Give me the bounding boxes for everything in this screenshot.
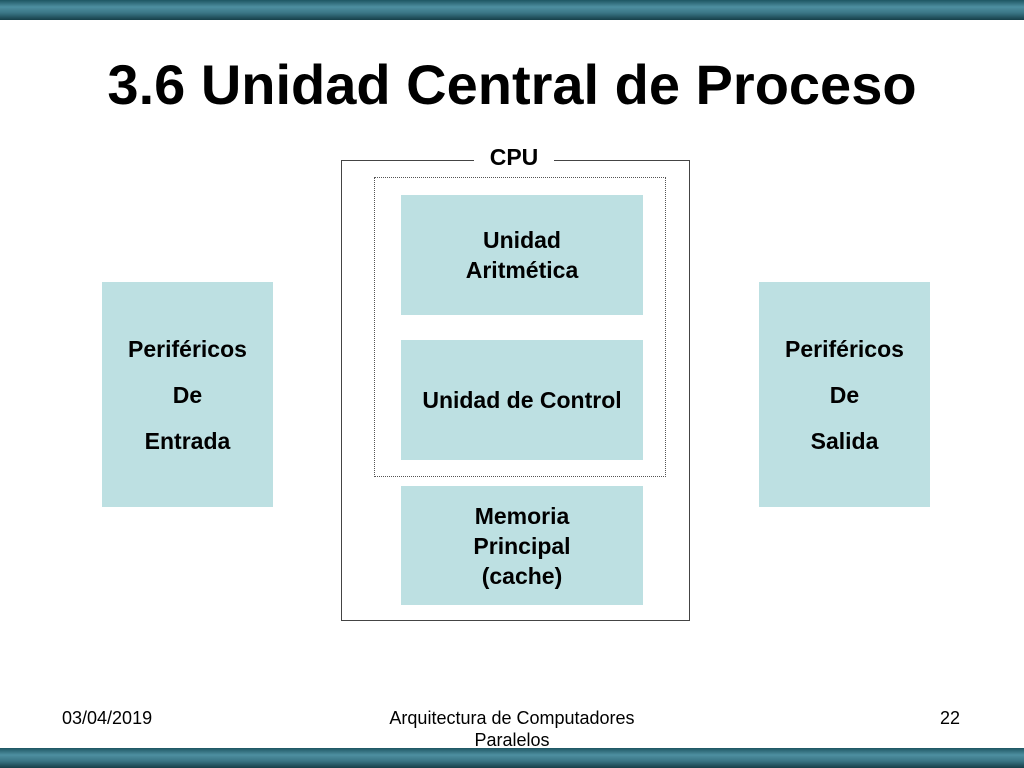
- arithmetic-unit-box: Unidad Aritmética: [401, 195, 643, 315]
- input-peripherals-line2: De: [172, 381, 203, 408]
- input-peripherals-line1: Periféricos: [128, 335, 247, 362]
- output-peripherals-box: Periféricos De Salida: [759, 282, 930, 507]
- arithmetic-unit-line1: Unidad: [483, 227, 561, 253]
- bottom-decorative-bar: [0, 748, 1024, 768]
- arithmetic-unit-line2: Aritmética: [465, 257, 579, 283]
- main-memory-line3: (cache): [481, 562, 563, 589]
- slide-title: 3.6 Unidad Central de Proceso: [107, 53, 917, 116]
- main-memory-line1: Memoria: [474, 502, 570, 529]
- main-memory-box: Memoria Principal (cache): [401, 486, 643, 605]
- output-peripherals-line3: Salida: [810, 427, 879, 454]
- footer-date: 03/04/2019: [62, 708, 153, 728]
- input-peripherals-line3: Entrada: [144, 427, 231, 454]
- input-peripherals-box: Periféricos De Entrada: [102, 282, 273, 507]
- output-peripherals-line2: De: [829, 381, 860, 408]
- cpu-label: CPU: [474, 142, 554, 172]
- control-unit-box: Unidad de Control: [401, 340, 643, 460]
- output-peripherals-line1: Periféricos: [785, 335, 904, 362]
- top-decorative-bar: [0, 0, 1024, 20]
- processor-core-frame: [374, 177, 666, 477]
- control-unit-label: Unidad de Control: [422, 387, 622, 413]
- main-memory-line2: Principal: [473, 532, 571, 559]
- footer-page-number: 22: [940, 708, 961, 728]
- footer-course-title: Arquitectura de Computadores Paralelos: [389, 708, 635, 750]
